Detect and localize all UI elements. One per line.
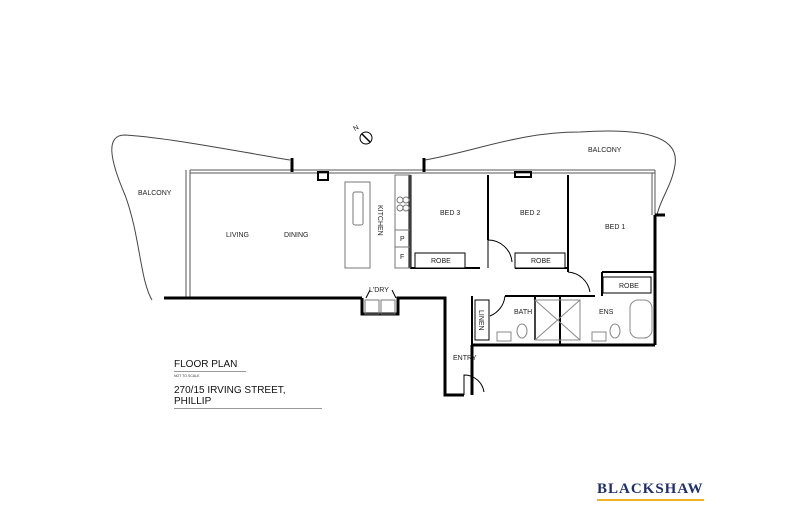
room-label-fridge: F bbox=[400, 254, 404, 261]
balcony-east-outline bbox=[424, 130, 676, 216]
property-address: 270/15 IRVING STREET, PHILLIP bbox=[174, 385, 322, 409]
room-label-pantry: P bbox=[400, 236, 405, 243]
room-label-bed1: BED 1 bbox=[605, 224, 625, 231]
kitchen-fittings bbox=[317, 171, 532, 315]
room-label-living: LIVING bbox=[226, 232, 249, 239]
room-label-robe2: ROBE bbox=[531, 258, 551, 265]
wet-area-fittings bbox=[496, 299, 653, 342]
room-label-kitchen: KITCHEN bbox=[376, 205, 383, 236]
robes bbox=[414, 252, 652, 341]
glazing bbox=[185, 169, 656, 298]
room-label-robe1: ROBE bbox=[619, 283, 639, 290]
plan-title: FLOOR PLAN bbox=[174, 359, 246, 372]
room-label-robe3: ROBE bbox=[431, 258, 451, 265]
room-label-linen: LINEN bbox=[477, 310, 484, 331]
scale-note: NOT TO SCALE bbox=[174, 374, 200, 378]
balcony-west-outline bbox=[111, 134, 291, 301]
door-swings bbox=[365, 239, 591, 395]
room-label-balcony-west: BALCONY bbox=[138, 190, 172, 197]
room-label-ensuite: ENS bbox=[599, 309, 614, 316]
room-label-balcony-east: BALCONY bbox=[588, 147, 622, 154]
room-label-bed3: BED 3 bbox=[440, 210, 460, 217]
room-label-bed2: BED 2 bbox=[520, 210, 540, 217]
brand-logo: BLACKSHAW bbox=[597, 481, 704, 501]
room-label-laundry: L'DRY bbox=[369, 287, 389, 294]
north-label: N bbox=[352, 124, 360, 133]
room-label-entry: ENTRY bbox=[453, 355, 477, 362]
room-label-bath: BATH bbox=[514, 309, 532, 316]
north-arrow-icon: N bbox=[352, 124, 373, 145]
room-label-dining: DINING bbox=[284, 232, 309, 239]
